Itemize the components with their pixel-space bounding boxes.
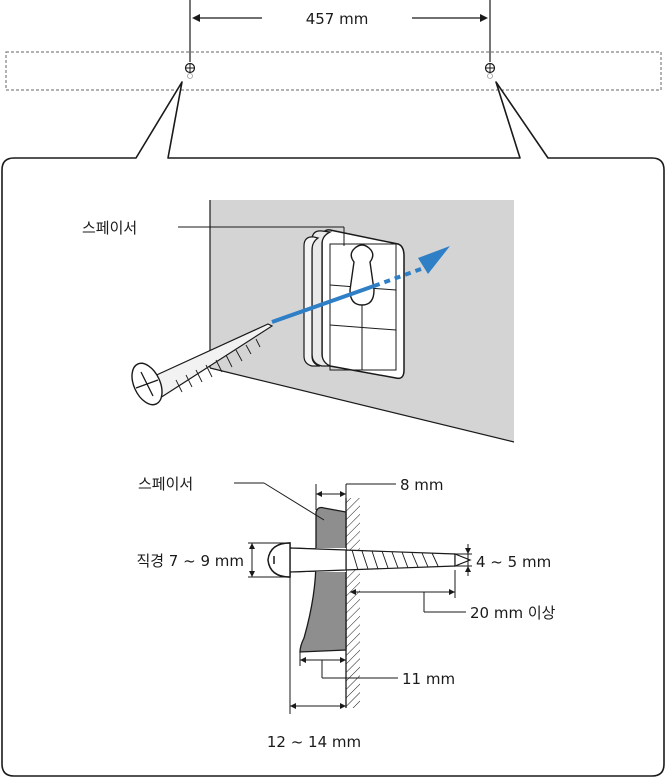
screw-threads — [351, 549, 439, 571]
shank-diameter-label: 4 ~ 5 mm — [476, 553, 551, 571]
wall-section-hatch — [346, 498, 360, 708]
head-to-wall-label: 12 ~ 14 mm — [267, 733, 361, 751]
spacer-section — [299, 506, 347, 653]
spacer-label-upper: 스페이서 — [82, 219, 137, 237]
upper-detail: 스페이서 — [82, 200, 515, 443]
spacer-label-lower: 스페이서 — [138, 475, 193, 493]
arrowhead-left — [192, 14, 200, 22]
screw-hole-right-icon — [484, 62, 496, 79]
top-dimension: 457 mm — [189, 0, 491, 62]
insertion-arrowhead — [418, 246, 450, 274]
embed-depth-label: 20 mm 이상 — [470, 604, 556, 622]
spacer-gap-label: 11 mm — [402, 670, 455, 688]
spacer-thickness-label: 8 mm — [400, 476, 444, 494]
screw-tip — [454, 553, 472, 567]
screw-hole-left-icon — [184, 62, 196, 79]
distance-label: 457 mm — [306, 10, 369, 28]
wall-edge-bottom — [209, 367, 515, 443]
keyhole-slot — [349, 244, 375, 306]
screw-3d — [131, 323, 274, 406]
soundbar-outline — [5, 51, 662, 91]
head-diameter-label: 직경 7 ~ 9 mm — [136, 552, 244, 570]
section-diagram: 스페이서 8 mm 직경 7 ~ 9 mm 4 ~ 5 mm 20 mm 이상 — [136, 475, 555, 751]
callout-panel — [1, 81, 665, 777]
arrowhead-right — [480, 14, 488, 22]
insertion-arrow-solid — [271, 284, 375, 324]
